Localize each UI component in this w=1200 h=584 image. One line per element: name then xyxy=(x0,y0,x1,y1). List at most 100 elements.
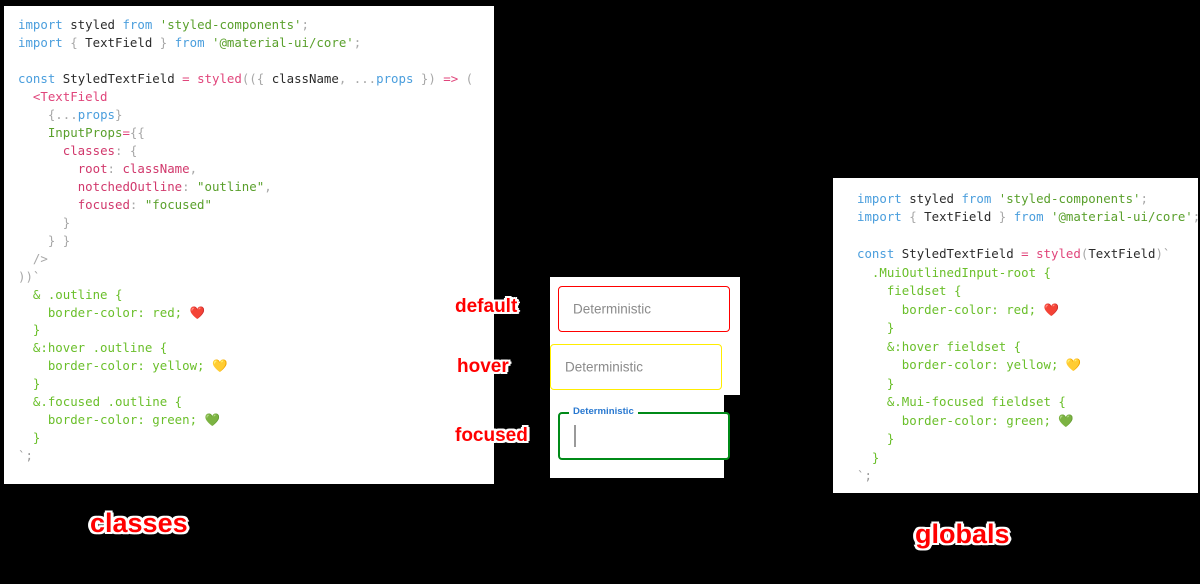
code-token: border-color: yellow; xyxy=(857,357,1066,373)
code-token: )) xyxy=(18,268,33,284)
code-line: classes: { xyxy=(18,142,486,160)
code-line: `; xyxy=(857,466,1190,484)
code-token: const xyxy=(18,70,56,86)
code-line: import styled from 'styled-components'; xyxy=(18,16,486,34)
annotation-globals: globals xyxy=(915,519,1010,549)
code-token: } xyxy=(152,34,175,50)
code-token: ; xyxy=(353,34,362,50)
code-token: border-color: red; xyxy=(857,301,1044,317)
code-token: } xyxy=(857,320,895,336)
heart-emoji: 💛 xyxy=(211,358,228,374)
code-token: & .outline { xyxy=(18,286,123,302)
code-token: ` xyxy=(32,268,41,284)
code-token: &.Mui-focused fieldset { xyxy=(857,394,1066,410)
code-token: styled xyxy=(197,70,242,86)
code-line: border-color: yellow; 💛 xyxy=(18,357,486,375)
code-token xyxy=(18,125,48,140)
textfield-focused-label: Deterministic xyxy=(569,406,638,419)
code-token: focused xyxy=(77,196,130,212)
code-token: } xyxy=(18,430,41,446)
code-token xyxy=(991,191,998,206)
code-line: root: className, xyxy=(18,160,486,178)
code-token xyxy=(18,161,78,176)
code-line: } xyxy=(18,214,486,232)
code-token: => xyxy=(443,70,459,86)
code-token: styled xyxy=(62,17,123,32)
annotation-default: default xyxy=(455,296,518,317)
textfield-focused[interactable]: Deterministic xyxy=(558,406,730,460)
code-token: from xyxy=(1013,209,1044,225)
code-line: import styled from 'styled-components'; xyxy=(857,189,1190,207)
code-token: border-color: red; xyxy=(18,304,190,320)
code-token: import xyxy=(857,191,902,206)
code-token: , xyxy=(189,160,198,176)
code-token: {... xyxy=(18,106,78,122)
code-line: &:hover fieldset { xyxy=(857,337,1190,355)
code-token: className xyxy=(271,70,339,86)
code-token: root xyxy=(77,160,108,176)
code-token: } } xyxy=(18,232,71,248)
code-line: } xyxy=(18,429,486,447)
code-token: styled xyxy=(1036,246,1081,262)
code-token: } xyxy=(857,449,880,465)
heart-emoji: 💚 xyxy=(1058,412,1074,428)
code-token: from xyxy=(174,34,205,50)
heart-emoji: 💚 xyxy=(204,412,220,428)
code-token: } xyxy=(991,209,1014,225)
code-token: /> xyxy=(18,250,48,266)
code-token: , xyxy=(338,70,354,86)
code-token: ; xyxy=(1140,191,1148,206)
textfield-hover-text: Deterministic xyxy=(565,359,644,375)
code-token: props xyxy=(376,70,414,86)
code-line: border-color: red; ❤️ xyxy=(18,304,486,322)
code-line: } } xyxy=(18,232,486,250)
code-token: '@material-ui/core' xyxy=(212,34,354,50)
code-token: } xyxy=(18,322,41,338)
annotation-classes: classes xyxy=(90,508,188,538)
code-token: StyledTextField xyxy=(894,246,1022,262)
code-token: ; xyxy=(301,17,309,32)
code-token xyxy=(1029,246,1036,261)
code-token xyxy=(205,35,212,50)
textfield-hover[interactable]: Deterministic xyxy=(550,344,722,390)
code-line: `; xyxy=(18,447,486,465)
textfield-default[interactable]: Deterministic xyxy=(558,286,730,332)
code-token: ) xyxy=(1155,246,1163,262)
code-token: classes xyxy=(62,142,115,158)
code-token: &:hover .outline { xyxy=(18,340,168,356)
code-token: fieldset { xyxy=(857,283,962,299)
code-token: .MuiOutlinedInput-root { xyxy=(857,264,1051,280)
code-line: border-color: yellow; 💛 xyxy=(857,355,1190,373)
code-line: } xyxy=(857,318,1190,336)
code-token: "focused" xyxy=(144,196,212,212)
code-token: , xyxy=(264,178,272,194)
code-line: import { TextField } from '@material-ui/… xyxy=(18,34,486,52)
code-token xyxy=(1044,209,1051,224)
code-line: import { TextField } from '@material-ui/… xyxy=(857,207,1198,225)
code-token xyxy=(18,179,78,194)
code-token: ... xyxy=(353,70,377,86)
code-token: TextField xyxy=(924,209,992,225)
code-token: &:hover fieldset { xyxy=(857,338,1022,354)
code-line: focused: "focused" xyxy=(18,196,486,214)
code-token: TextField xyxy=(1088,246,1156,262)
code-token: import xyxy=(857,209,902,225)
code-token: 'styled-components' xyxy=(159,17,302,32)
code-token: "outline" xyxy=(197,178,265,194)
code-token: }) xyxy=(413,70,444,86)
code-line: ​ xyxy=(18,52,486,70)
text-caret xyxy=(574,425,576,447)
code-token xyxy=(18,197,78,212)
code-token: = xyxy=(182,70,190,86)
code-token: : xyxy=(107,160,123,176)
code-token: border-color: green; xyxy=(857,412,1059,428)
code-line: border-color: green; 💚 xyxy=(18,411,486,429)
code-token: TextField xyxy=(85,34,153,50)
code-token xyxy=(18,89,33,104)
code-line: } xyxy=(857,448,1190,466)
code-token: { xyxy=(901,209,925,225)
code-token: ` xyxy=(1162,246,1171,262)
code-token xyxy=(152,17,159,32)
code-line: const StyledTextField = styled(({ classN… xyxy=(18,70,486,88)
code-token: { xyxy=(62,34,86,50)
